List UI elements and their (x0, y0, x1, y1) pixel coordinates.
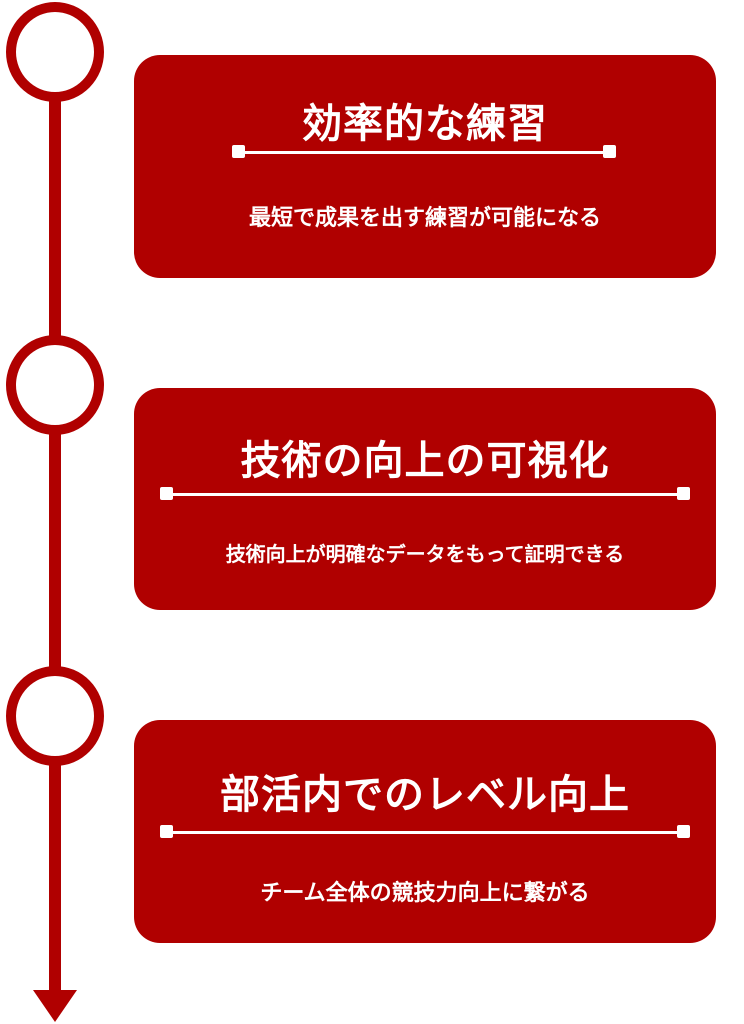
step-title: 効率的な練習 (302, 101, 548, 147)
step-subtitle: 最短で成果を出す練習が可能になる (248, 206, 601, 231)
timeline-node-2 (6, 335, 104, 435)
timeline-node-3 (6, 666, 104, 766)
step-card-3: 部活内でのレベル向上 チーム全体の競技力向上に繋がる (134, 720, 716, 943)
step-title: 部活内でのレベル向上 (220, 772, 630, 818)
title-divider (160, 825, 690, 838)
step-card-2: 技術の向上の可視化 技術向上が明確なデータをもって証明できる (134, 388, 716, 610)
step-title: 技術の向上の可視化 (240, 438, 610, 484)
title-divider (232, 145, 616, 158)
step-subtitle: チーム全体の競技力向上に繋がる (260, 881, 590, 906)
timeline-node-1 (6, 2, 104, 102)
arrow-down-icon (33, 990, 77, 1022)
timeline-line (49, 90, 61, 995)
title-divider (160, 487, 690, 500)
step-subtitle: 技術向上が明確なデータをもって証明できる (225, 542, 625, 566)
step-card-1: 効率的な練習 最短で成果を出す練習が可能になる (134, 55, 716, 278)
